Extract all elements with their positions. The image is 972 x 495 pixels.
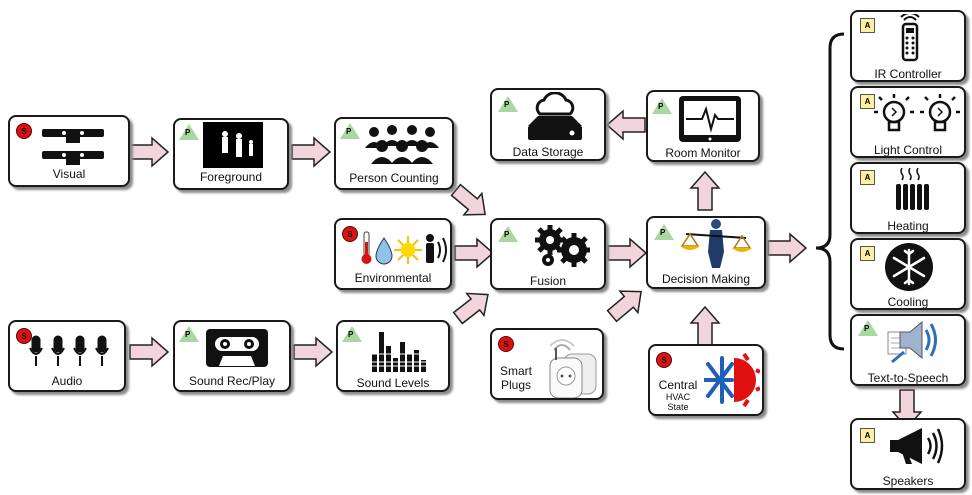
- speakers-label: Speakers: [882, 474, 934, 488]
- actuator-badge: A: [860, 18, 875, 33]
- processor-badge: P: [858, 320, 878, 336]
- sensor-badge: S: [498, 336, 514, 352]
- actuator-badge: A: [860, 94, 875, 109]
- microphones-icon: [29, 335, 109, 366]
- heating-label: Heating: [887, 219, 929, 233]
- sound-rec-play-label: Sound Rec/Play: [188, 374, 276, 388]
- smart-plugs-node: S Smart Plugs: [490, 328, 604, 400]
- sound-levels-label: Sound Levels: [356, 376, 430, 390]
- processor-badge: P: [340, 123, 360, 139]
- text-to-speech-label: Text-to-Speech: [867, 371, 949, 385]
- cloud-storage-icon: [528, 92, 582, 140]
- data-storage-label: Data Storage: [512, 145, 584, 159]
- environmental-label: Environmental: [354, 271, 432, 285]
- megaphone-icon: [890, 428, 944, 464]
- snowflake-icon: [885, 243, 933, 291]
- sensor-badge: S: [342, 226, 358, 242]
- environment-sensors-icon: [361, 231, 447, 265]
- sensor-badge: S: [16, 123, 32, 139]
- sound-levels-node: P Sound Levels: [336, 320, 450, 392]
- processor-badge: P: [179, 326, 199, 342]
- arrow-foreground-person: [291, 137, 331, 167]
- decision-making-node: P Decision Making: [646, 216, 766, 289]
- silhouette-image-icon: [203, 122, 263, 168]
- actuator-bracket: [815, 32, 845, 351]
- processor-badge: P: [652, 98, 672, 114]
- ir-controller-label: IR Controller: [874, 67, 942, 81]
- processor-badge: P: [498, 226, 518, 242]
- remote-control-icon: [900, 14, 920, 62]
- arrow-soundrec-soundlevels: [293, 337, 333, 367]
- smart-plugs-label-line1: Smart: [499, 364, 532, 378]
- cassette-icon: [206, 329, 268, 367]
- foreground-label: Foreground: [199, 170, 263, 184]
- arrow-hvac-decision: [690, 306, 720, 346]
- decision-making-label: Decision Making: [661, 272, 751, 286]
- processor-badge: P: [498, 96, 518, 112]
- sound-rec-play-node: P Sound Rec/Play: [173, 320, 291, 392]
- text-to-speech-node: P Text-to-Speech: [850, 314, 966, 386]
- smart-plug-icon: [549, 339, 597, 398]
- level-bars-icon: [372, 332, 428, 372]
- actuator-badge: A: [860, 170, 875, 185]
- speakers-node: A Speakers: [850, 418, 966, 490]
- fusion-label: Fusion: [529, 274, 567, 288]
- heating-node: A Heating: [850, 162, 966, 234]
- sensor-badge: S: [16, 328, 32, 344]
- room-monitor-label: Room Monitor: [665, 146, 741, 160]
- hvac-label: HVAC: [665, 392, 691, 402]
- arrow-visual-foreground: [129, 137, 169, 167]
- smart-plugs-label-line2: Plugs: [500, 378, 532, 392]
- actuator-badge: A: [860, 246, 875, 261]
- monitor-icon: [679, 96, 741, 142]
- light-control-label: Light Control: [873, 143, 943, 157]
- room-monitor-node: P Room Monitor: [646, 90, 760, 162]
- arrow-decision-actuators: [767, 233, 807, 263]
- light-control-node: A Light Control: [850, 86, 966, 158]
- arrow-roommonitor-datastorage: [606, 110, 646, 140]
- hvac-icon: [704, 352, 760, 408]
- processor-badge: P: [342, 326, 362, 342]
- crowd-icon: [365, 125, 439, 164]
- arrow-decision-roommonitor: [690, 171, 720, 211]
- state-label: State: [667, 402, 689, 412]
- fusion-node: P Fusion: [490, 218, 606, 290]
- arrow-fusion-decision: [607, 238, 647, 268]
- person-counting-label: Person Counting: [349, 171, 439, 185]
- arrow-soundlevels-fusion: [448, 282, 498, 330]
- radiator-icon: [896, 167, 929, 210]
- person-counting-node: P Person Counting: [334, 117, 454, 190]
- cooling-label: Cooling: [887, 295, 929, 309]
- central-label: Central: [658, 378, 698, 392]
- actuator-badge: A: [860, 428, 875, 443]
- scales-person-icon: [680, 219, 752, 268]
- environmental-node: S Environmental: [334, 218, 452, 290]
- ir-controller-node: A IR Controller: [850, 10, 966, 82]
- processor-badge: P: [654, 224, 674, 240]
- cooling-node: A Cooling: [850, 238, 966, 310]
- arrow-audio-soundrec: [129, 337, 169, 367]
- audio-node: S Audio: [8, 320, 126, 392]
- data-storage-node: P Data Storage: [490, 88, 606, 161]
- visual-label: Visual: [52, 167, 86, 181]
- kinect-sensor-icon: [42, 129, 104, 165]
- gears-icon: [535, 225, 590, 267]
- arrow-environmental-fusion: [454, 238, 494, 268]
- arrow-smartplugs-decision: [602, 280, 651, 328]
- speaker-document-icon: [887, 320, 937, 364]
- audio-label: Audio: [51, 374, 83, 388]
- arrow-person-fusion: [446, 178, 495, 226]
- central-hvac-node: S Central HVAC State: [648, 344, 764, 416]
- sensor-badge: S: [656, 352, 672, 368]
- light-bulb-icon: [874, 94, 960, 132]
- visual-node: S Visual: [8, 115, 130, 187]
- processor-badge: P: [179, 124, 199, 140]
- foreground-node: P Foreground: [173, 118, 289, 190]
